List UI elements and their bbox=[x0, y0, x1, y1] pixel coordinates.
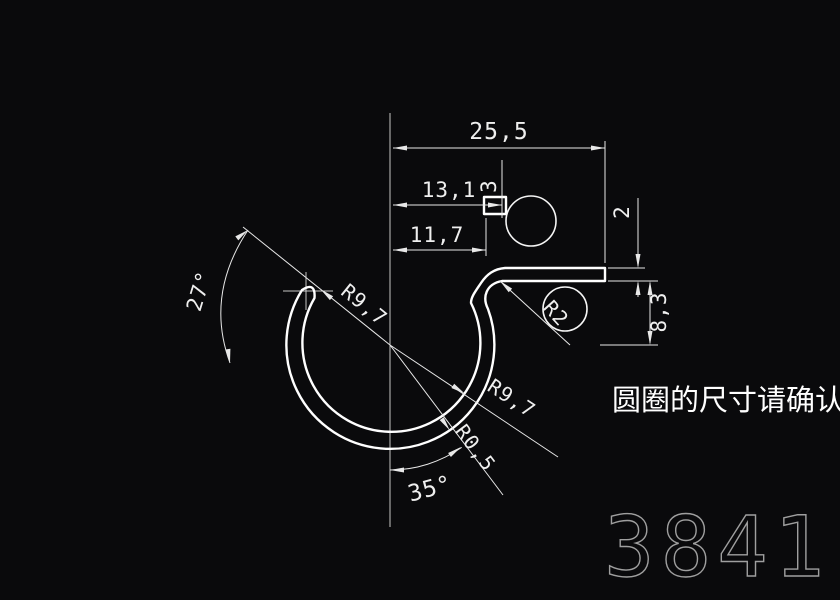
dimension-bottom-angle: 35° bbox=[389, 446, 462, 508]
dimension-lip-drop: 8,3 bbox=[600, 281, 671, 346]
dim-radius-upper-label: R9,7 bbox=[337, 279, 393, 330]
dimension-tab-right-offset: 13,1 bbox=[393, 160, 503, 218]
dim-bottom-angle-label: 35° bbox=[405, 471, 455, 508]
dim-lip-drop-label: 8,3 bbox=[647, 292, 671, 333]
dim-tab-right-label: 13,1 bbox=[422, 178, 477, 202]
dim-radius-lower-label: R9,7 bbox=[483, 374, 540, 423]
dimension-radius-upper: R9,7 bbox=[320, 279, 393, 330]
revision-circles bbox=[505, 195, 588, 332]
dimension-total-width: 25,5 bbox=[393, 119, 606, 263]
dim-left-angle-label: 27° bbox=[182, 268, 217, 314]
dim-tab-size-label: 3 bbox=[477, 179, 501, 193]
revision-circle-top bbox=[505, 195, 557, 247]
dimension-tab-size: 3 bbox=[477, 179, 501, 193]
part-number: 3841 bbox=[604, 498, 830, 596]
dimension-radius-fillet: R2 bbox=[499, 280, 574, 346]
dimension-lip-thickness: 2 bbox=[608, 198, 658, 297]
confirm-circles-note: 圆圈的尺寸请确认 bbox=[612, 383, 840, 417]
dim-total-width-label: 25,5 bbox=[469, 119, 528, 145]
centerlines bbox=[283, 113, 391, 527]
dim-radius-small-label: R0,5 bbox=[450, 420, 501, 476]
dim-tab-left-label: 11,7 bbox=[410, 223, 465, 247]
dim-lip-thickness-label: 2 bbox=[610, 205, 634, 219]
dimension-tab-left-offset: 11,7 bbox=[393, 218, 487, 256]
revision-circle-right bbox=[542, 286, 588, 332]
